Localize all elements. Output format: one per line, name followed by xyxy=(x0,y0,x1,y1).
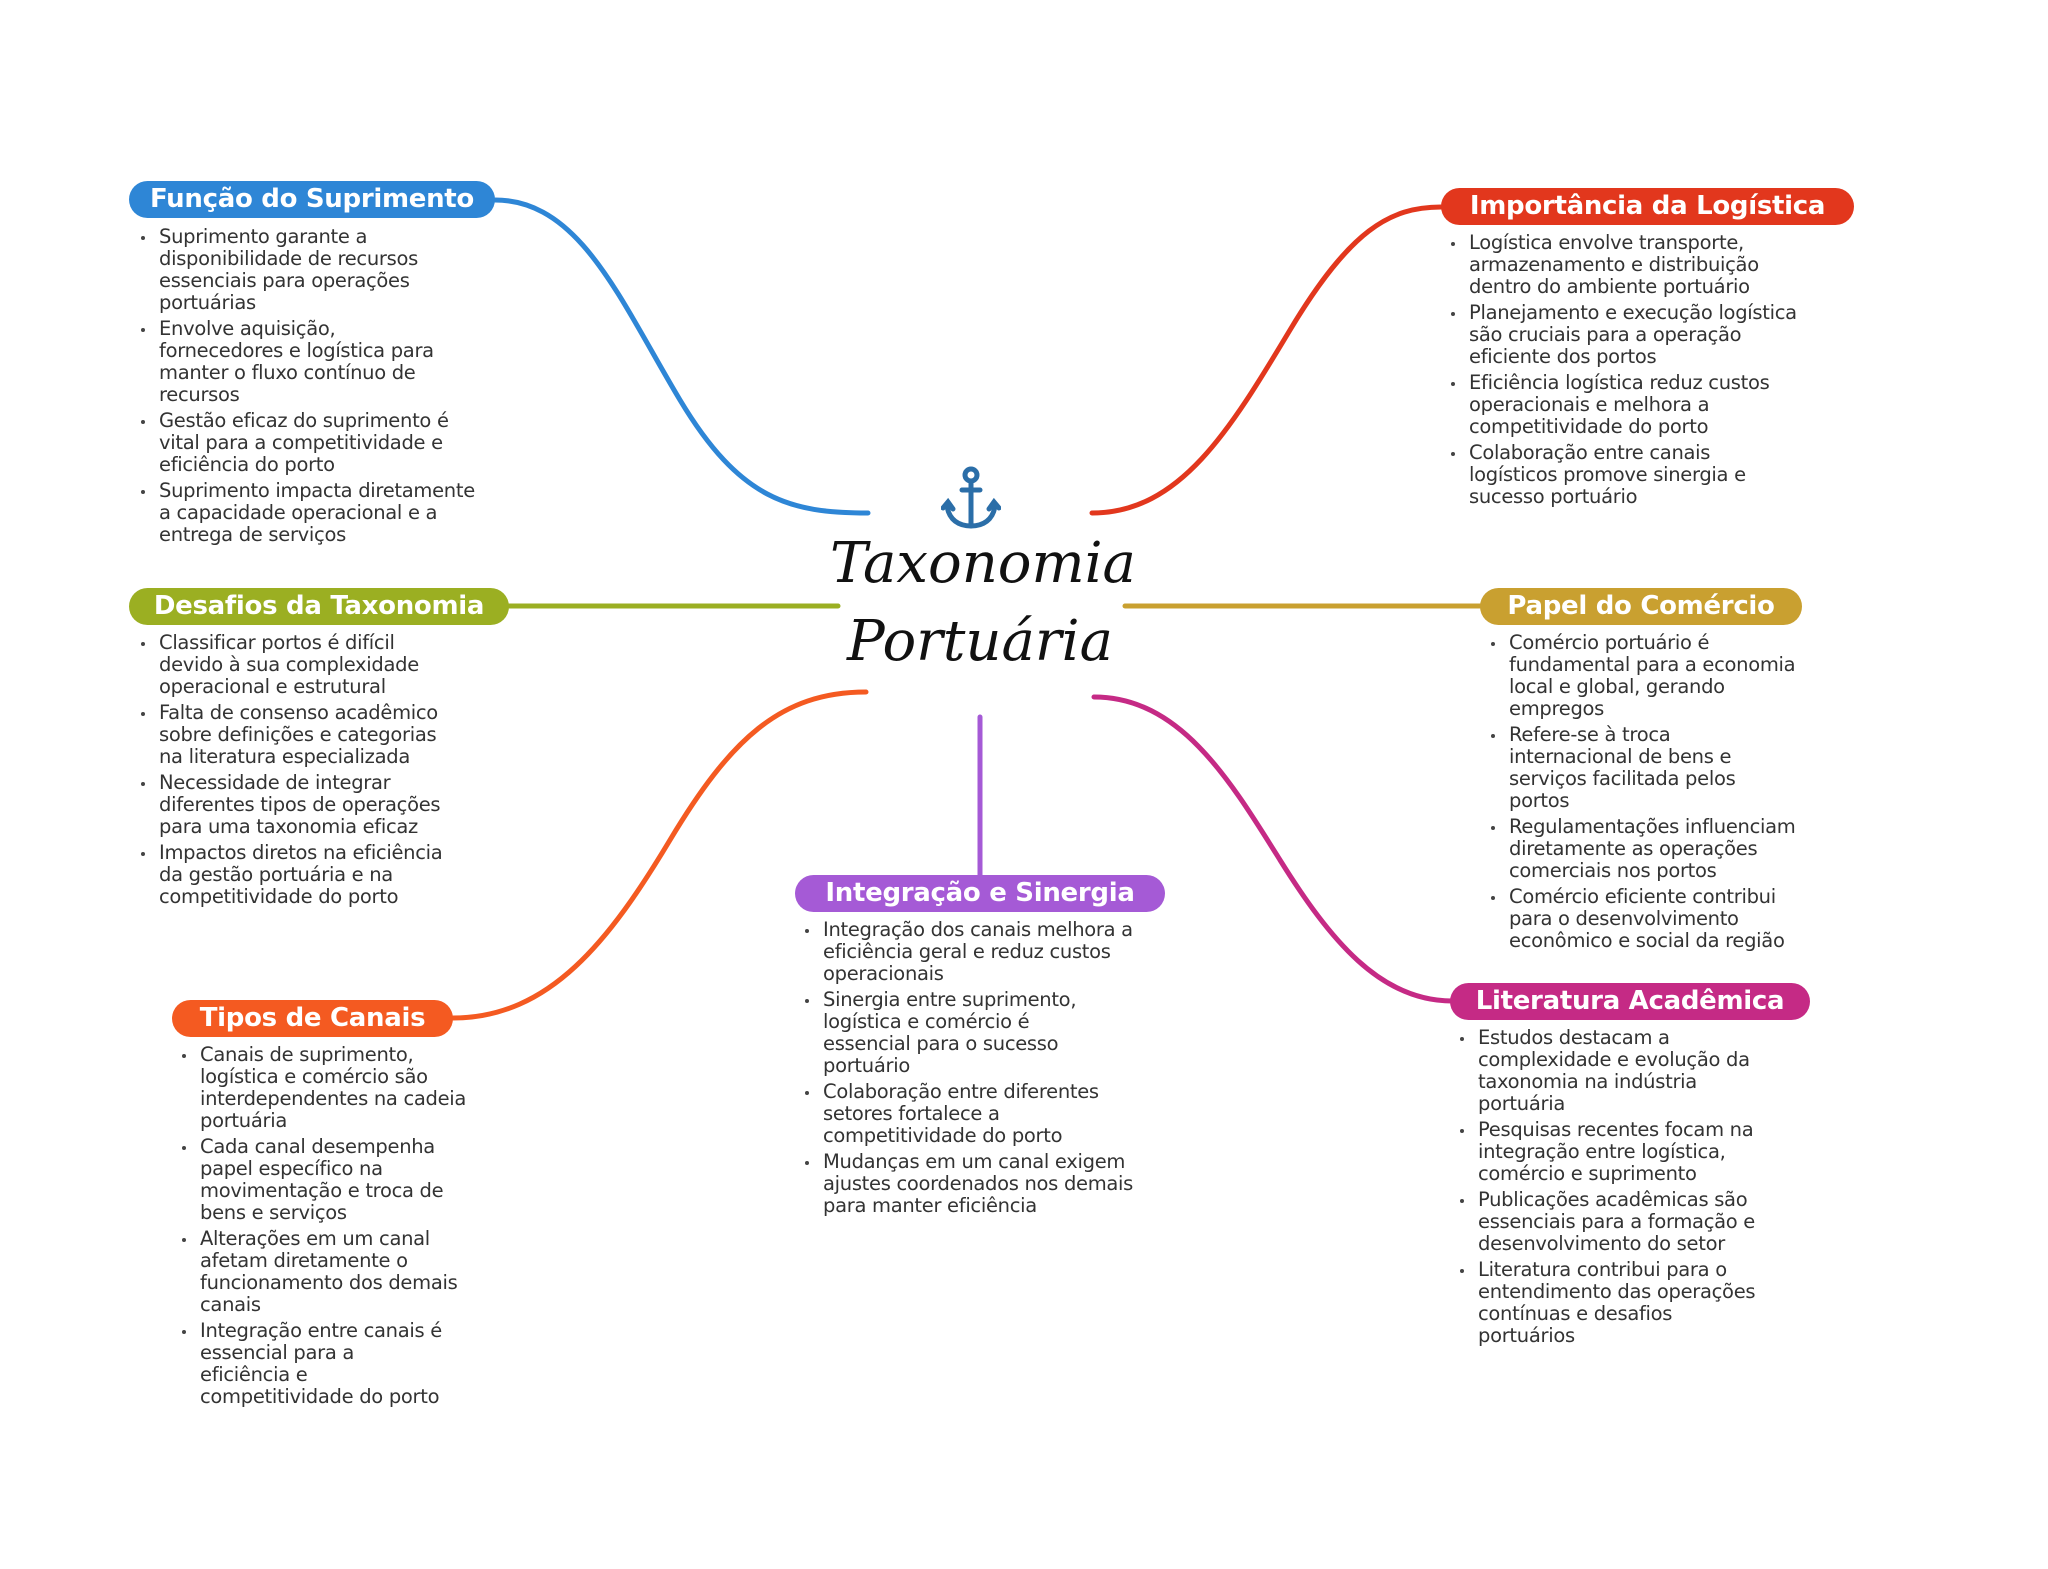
topic-channels[interactable]: Tipos de Canais xyxy=(172,1000,453,1037)
anchor-icon xyxy=(941,466,1001,529)
central-title-line1: Taxonomia xyxy=(830,531,1136,596)
list-item: Colaboração entre diferentes setores for… xyxy=(801,1081,1133,1147)
list-item: Impactos diretos na eficiência da gestão… xyxy=(137,842,443,908)
list-item: Planejamento e execução logística são cr… xyxy=(1447,302,1797,368)
list-item: Regulamentações influenciam diretamente … xyxy=(1487,816,1796,882)
list-item: Literatura contribui para o entendimento… xyxy=(1456,1259,1756,1347)
list-item: Eficiência logística reduz custos operac… xyxy=(1447,372,1797,438)
topic-literature[interactable]: Literatura Acadêmica xyxy=(1450,983,1810,1020)
integration-points: Integração dos canais melhora a eficiênc… xyxy=(801,919,1133,1221)
list-item: Integração dos canais melhora a eficiênc… xyxy=(801,919,1133,985)
list-item: Comércio eficiente contribui para o dese… xyxy=(1487,886,1796,952)
channels-points: Canais de suprimento, logística e comérc… xyxy=(178,1044,466,1412)
list-item: Estudos destacam a complexidade e evoluç… xyxy=(1456,1027,1755,1115)
logistics-points: Logística envolve transporte, armazename… xyxy=(1447,232,1797,512)
supply-points: Suprimento garante a disponibilidade de … xyxy=(137,226,475,550)
topic-logistics[interactable]: Importância da Logística xyxy=(1441,188,1854,225)
link-channels xyxy=(450,689,869,1021)
commerce-points: Comércio portuário é fundamental para a … xyxy=(1487,632,1796,956)
list-item: Publicações acadêmicas são essenciais pa… xyxy=(1456,1189,1755,1255)
list-item: Alterações em um canal afetam diretament… xyxy=(178,1228,466,1316)
list-item: Pesquisas recentes focam na integração e… xyxy=(1456,1119,1755,1185)
list-item: Canais de suprimento, logística e comérc… xyxy=(178,1044,466,1132)
list-item: Colaboração entre canais logísticos prom… xyxy=(1447,442,1797,508)
link-supply xyxy=(492,197,871,516)
list-item: Suprimento impacta diretamente a capacid… xyxy=(137,480,475,546)
list-item: Necessidade de integrar diferentes tipos… xyxy=(137,772,442,838)
list-item: Logística envolve transporte, armazename… xyxy=(1447,232,1797,298)
list-item: Integração entre canais é essencial para… xyxy=(178,1320,466,1408)
literature-points: Estudos destacam a complexidade e evoluç… xyxy=(1456,1027,1756,1351)
list-item: Comércio portuário é fundamental para a … xyxy=(1487,632,1796,720)
central-topic: Taxonomia Portuária xyxy=(830,525,1136,681)
list-item: Envolve aquisição, fornecedores e logíst… xyxy=(137,318,475,406)
list-item: Sinergia entre suprimento, logística e c… xyxy=(801,989,1133,1077)
central-title-line2: Portuária xyxy=(847,609,1113,674)
list-item: Gestão eficaz do suprimento é vital para… xyxy=(137,410,475,476)
topic-challenges[interactable]: Desafios da Taxonomia xyxy=(129,588,509,625)
topic-integration[interactable]: Integração e Sinergia xyxy=(795,875,1165,912)
list-item: Falta de consenso acadêmico sobre defini… xyxy=(137,702,442,768)
list-item: Cada canal desempenha papel específico n… xyxy=(178,1136,466,1224)
list-item: Refere-se à troca internacional de bens … xyxy=(1487,724,1796,812)
topic-supply[interactable]: Função do Suprimento xyxy=(129,181,495,218)
list-item: Suprimento garante a disponibilidade de … xyxy=(137,226,475,314)
list-item: Mudanças em um canal exigem ajustes coor… xyxy=(801,1151,1133,1217)
challenges-points: Classificar portos é difícil devido à su… xyxy=(137,632,443,912)
link-logistics xyxy=(1089,204,1444,516)
list-item: Classificar portos é difícil devido à su… xyxy=(137,632,442,698)
link-literature xyxy=(1091,694,1455,1004)
topic-commerce[interactable]: Papel do Comércio xyxy=(1480,588,1802,625)
